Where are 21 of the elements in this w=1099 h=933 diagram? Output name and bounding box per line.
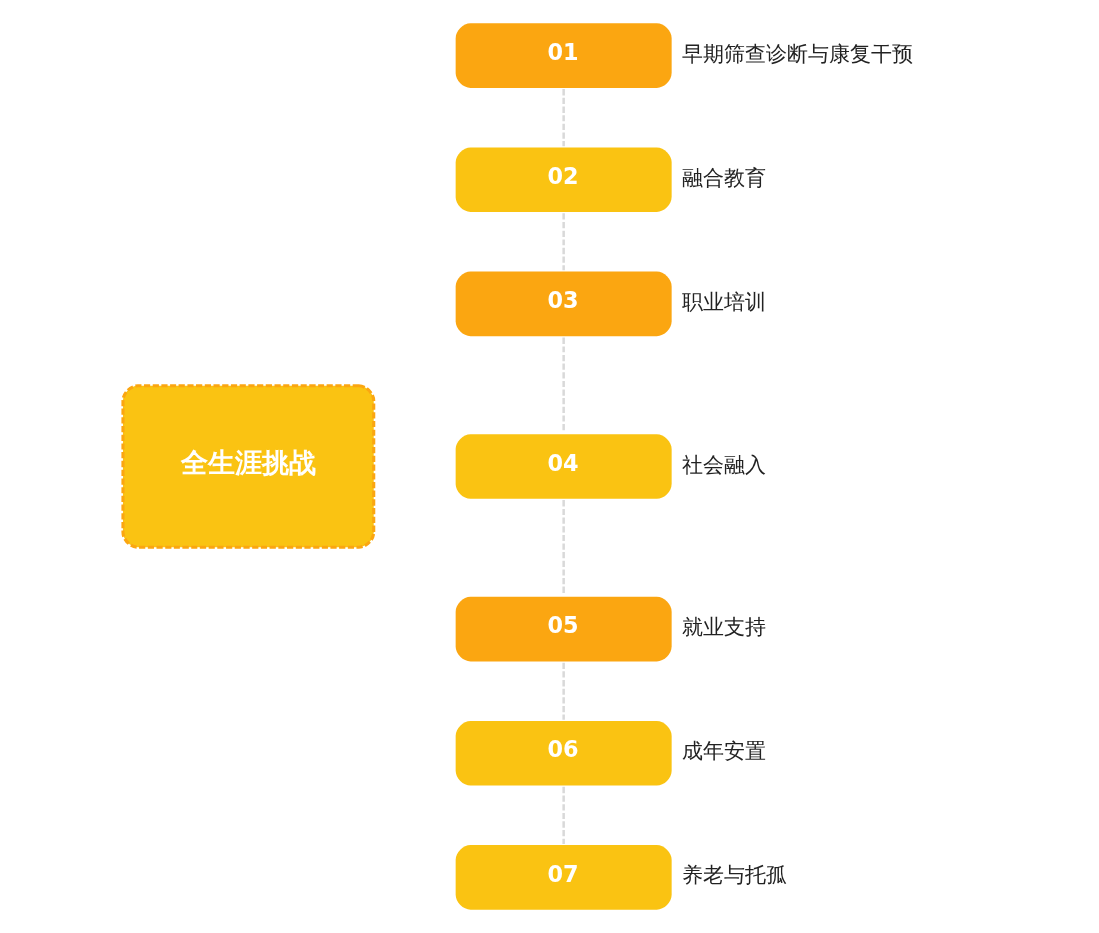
node-label: 职业培训 [681,288,766,314]
node-box: 04 [455,434,672,499]
connector [561,337,565,433]
connector [561,786,565,844]
node-box: 07 [455,845,672,910]
connector [561,89,565,147]
node-box: 06 [455,721,672,786]
node-label: 养老与托孤 [681,862,787,888]
node-label: 早期筛查诊断与康复干预 [681,40,913,66]
connector [561,213,565,271]
node-label: 融合教育 [681,164,766,190]
connector [561,662,565,720]
node-box: 02 [455,147,672,212]
node-box: 05 [455,596,672,662]
node-label: 就业支持 [681,614,766,640]
node-label: 社会融入 [681,451,766,477]
node-box: 03 [455,271,672,337]
node-label: 成年安置 [681,738,766,764]
node-box: 01 [455,23,672,88]
node-box: 全生涯挑战 [120,384,375,549]
connector [561,500,565,596]
